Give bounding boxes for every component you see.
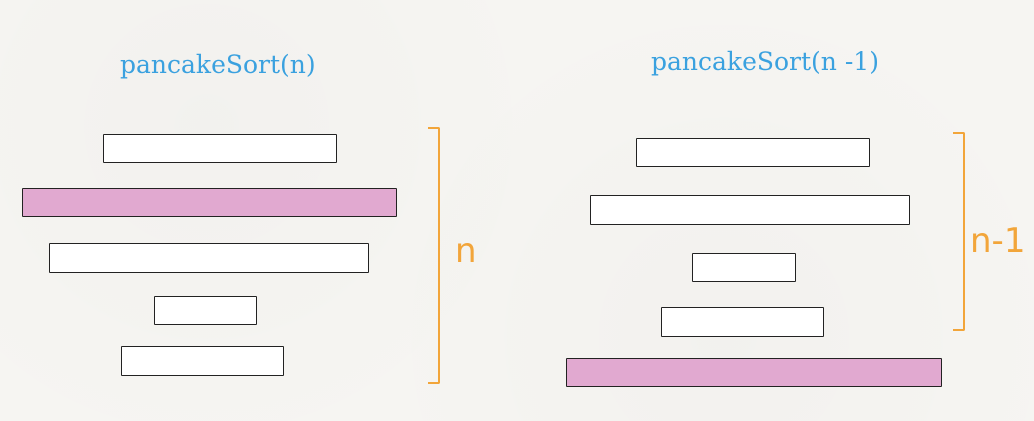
right-pancake-4 bbox=[661, 307, 824, 337]
left-pancake-3 bbox=[49, 243, 369, 273]
right-pancake-1 bbox=[636, 138, 870, 167]
right-pancake-3 bbox=[692, 253, 796, 282]
left-pancake-2-largest bbox=[22, 188, 397, 217]
right-pancake-5-largest bbox=[566, 358, 942, 387]
left-panel-title: pancakeSort(n) bbox=[120, 50, 316, 79]
left-bracket-label: n bbox=[455, 231, 477, 271]
left-bracket bbox=[428, 127, 440, 384]
left-pancake-1 bbox=[103, 134, 337, 163]
right-bracket bbox=[953, 132, 965, 331]
left-pancake-4 bbox=[154, 296, 257, 325]
right-bracket-label: n-1 bbox=[970, 221, 1026, 261]
right-pancake-2 bbox=[590, 195, 910, 225]
left-pancake-5 bbox=[121, 346, 284, 376]
right-panel-title: pancakeSort(n -1) bbox=[651, 47, 879, 76]
